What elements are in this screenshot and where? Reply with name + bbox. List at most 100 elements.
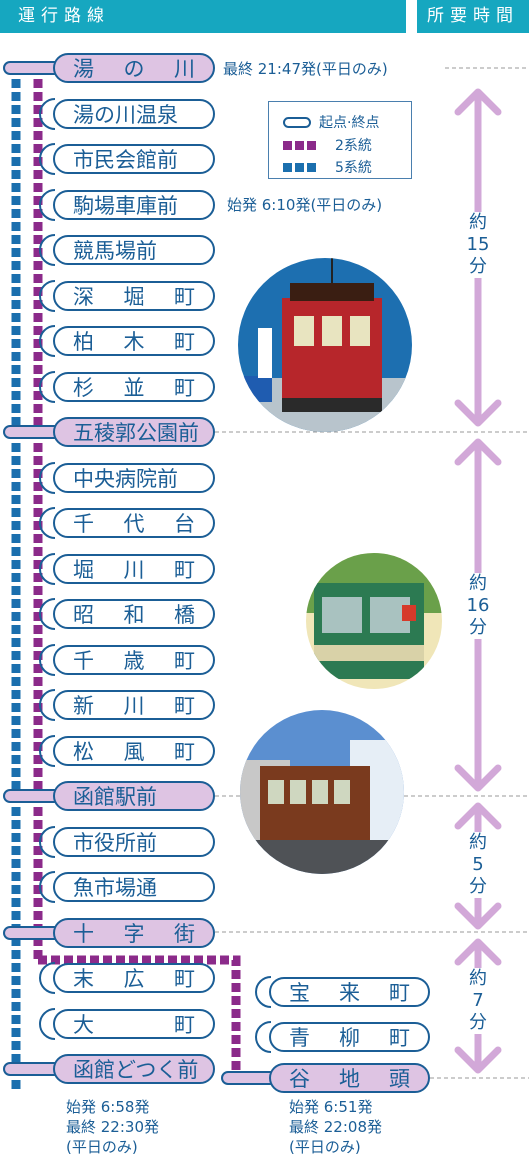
stop-main-4: 競馬場前 xyxy=(53,235,215,265)
stop-branch-0: 宝来町 xyxy=(269,977,430,1007)
dock-first-note: 始発 6:58発 xyxy=(66,1098,150,1116)
stop-name-char: 十 xyxy=(73,922,94,946)
travel-time-label-part: 約 xyxy=(469,573,487,594)
terminal-bar xyxy=(3,61,61,75)
stop-name-char: 町 xyxy=(174,649,195,673)
stop-name-char: 町 xyxy=(174,376,195,400)
stop-name: 函館どつく前 xyxy=(73,1058,199,1082)
travel-time-label-part: 7 xyxy=(472,990,484,1011)
legend-endpoint-row: 起点·終点 xyxy=(283,112,379,132)
terminal-bar xyxy=(3,1062,61,1076)
stop-connector xyxy=(255,1021,272,1053)
travel-time-label-part: 約 xyxy=(469,212,487,233)
dock-weekday-note: (平日のみ) xyxy=(66,1138,138,1156)
stop-name-char: 青 xyxy=(289,1026,310,1050)
line2-branch-track xyxy=(38,955,241,1078)
dock-last-note: 最終 22:30発 xyxy=(66,1118,159,1136)
stop-name-char: 柏 xyxy=(73,330,94,354)
stop-name-char: 町 xyxy=(174,330,195,354)
stop-main-20: 末広町 xyxy=(53,963,215,993)
stop-main-3: 駒場車庫前 xyxy=(53,190,215,220)
stop-main-1: 湯の川温泉 xyxy=(53,99,215,129)
stop-connector xyxy=(39,598,56,630)
stop-name-char: 堀 xyxy=(73,558,94,582)
stop-name-char: 町 xyxy=(174,285,195,309)
stop-name-char: 大 xyxy=(73,1013,94,1037)
stop-name-char: 杉 xyxy=(73,376,94,400)
line2-swatch-icon xyxy=(283,140,319,150)
stop-name-char: 宝 xyxy=(289,981,310,1005)
stop-name-char: 堀 xyxy=(123,285,145,309)
stop-main-8: 五稜郭公園前 xyxy=(53,417,215,447)
stop-connector xyxy=(39,462,56,494)
terminal-bar xyxy=(3,789,61,803)
travel-time-label-part: 分 xyxy=(469,876,487,897)
stop-name-char: 町 xyxy=(174,967,195,991)
stop-name-char: 新 xyxy=(73,694,94,718)
stop-connector xyxy=(39,553,56,585)
stop-name-char: 町 xyxy=(389,1026,410,1050)
stop-connector xyxy=(39,871,56,903)
legend-line5-row: 5系統 xyxy=(283,157,372,177)
stop-name: 競馬場前 xyxy=(73,239,157,263)
legend: 起点·終点 2系統 5系統 xyxy=(268,101,412,179)
route-map-header: 運行路線 xyxy=(0,0,406,33)
stop-main-17: 市役所前 xyxy=(53,827,215,857)
stop-connector xyxy=(39,325,56,357)
legend-line5-label: 5系統 xyxy=(335,160,372,176)
stop-main-9: 中央病院前 xyxy=(53,463,215,493)
stop-connector xyxy=(39,189,56,221)
stop-main-0: 湯の川 xyxy=(53,53,215,83)
stop-name: 駒場車庫前 xyxy=(73,194,178,218)
travel-time-label-part: 5 xyxy=(472,854,484,875)
stop-connector xyxy=(39,371,56,403)
stop-name-char: 湯 xyxy=(73,57,94,81)
komaba-first-note: 始発 6:10発(平日のみ) xyxy=(227,196,383,214)
stop-connector xyxy=(255,976,272,1008)
stop-name-char: 千 xyxy=(73,512,94,536)
stop-name-char: 広 xyxy=(123,967,145,991)
stop-name-char: 町 xyxy=(174,694,195,718)
stop-connector xyxy=(39,689,56,721)
stop-name-char: 深 xyxy=(73,285,94,309)
stop-main-11: 堀川町 xyxy=(53,554,215,584)
terminal-bar xyxy=(3,926,61,940)
stop-name-char: 川 xyxy=(123,558,145,582)
terminal-bar xyxy=(221,1071,277,1085)
stop-name-char: 和 xyxy=(123,603,145,627)
stop-name-char: 字 xyxy=(123,922,145,946)
stop-name-char: 松 xyxy=(73,740,94,764)
stop-name-char: 川 xyxy=(123,694,145,718)
stop-main-14: 新川町 xyxy=(53,690,215,720)
stop-main-13: 千歳町 xyxy=(53,645,215,675)
stop-name: 魚市場通 xyxy=(73,876,157,900)
stop-name-char: 風 xyxy=(123,740,145,764)
stop-branch-1: 青柳町 xyxy=(269,1022,430,1052)
stop-connector xyxy=(39,962,56,994)
stop-name-char: 昭 xyxy=(73,603,94,627)
stop-name: 市役所前 xyxy=(73,831,157,855)
stop-connector xyxy=(39,1008,56,1040)
endpoint-pill-icon xyxy=(283,116,311,128)
stop-name-char: 頭 xyxy=(389,1067,410,1091)
line5-swatch-icon xyxy=(283,162,319,172)
red-tram-photo xyxy=(238,258,412,432)
stop-name-char: 代 xyxy=(123,512,145,536)
stop-name-char: 町 xyxy=(389,981,410,1005)
stop-main-12: 昭和橋 xyxy=(53,599,215,629)
stop-main-6: 柏木町 xyxy=(53,326,215,356)
stop-name-char: 街 xyxy=(174,922,195,946)
stop-main-18: 魚市場通 xyxy=(53,872,215,902)
stop-name: 函館駅前 xyxy=(73,785,157,809)
stop-name-char: 町 xyxy=(174,1013,195,1037)
stop-name-char: の xyxy=(123,57,145,81)
stop-connector xyxy=(39,735,56,767)
stop-name-char: 並 xyxy=(123,376,145,400)
travel-time-label-part: 15 xyxy=(466,234,490,255)
stop-name-char: 柳 xyxy=(339,1026,360,1050)
stop-name-char: 末 xyxy=(73,967,94,991)
